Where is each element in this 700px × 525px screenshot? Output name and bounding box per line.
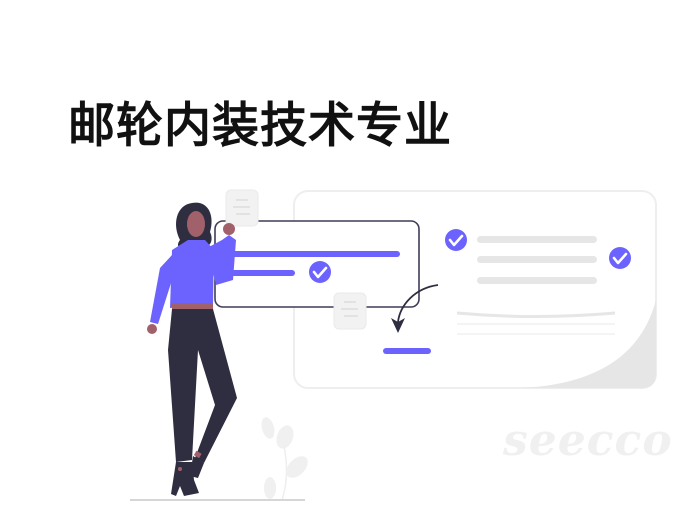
check-icon [309, 261, 331, 283]
page-title: 邮轮内装技术专业 [68, 97, 452, 154]
check-icon [609, 247, 631, 269]
plant-icon [261, 417, 308, 501]
document-icon [333, 292, 367, 330]
front-card [214, 220, 420, 308]
document-icon [225, 189, 259, 227]
watermark: seecco [503, 415, 673, 466]
arrow-icon [391, 284, 439, 333]
woman-figure [147, 202, 237, 496]
check-icon [445, 229, 467, 251]
